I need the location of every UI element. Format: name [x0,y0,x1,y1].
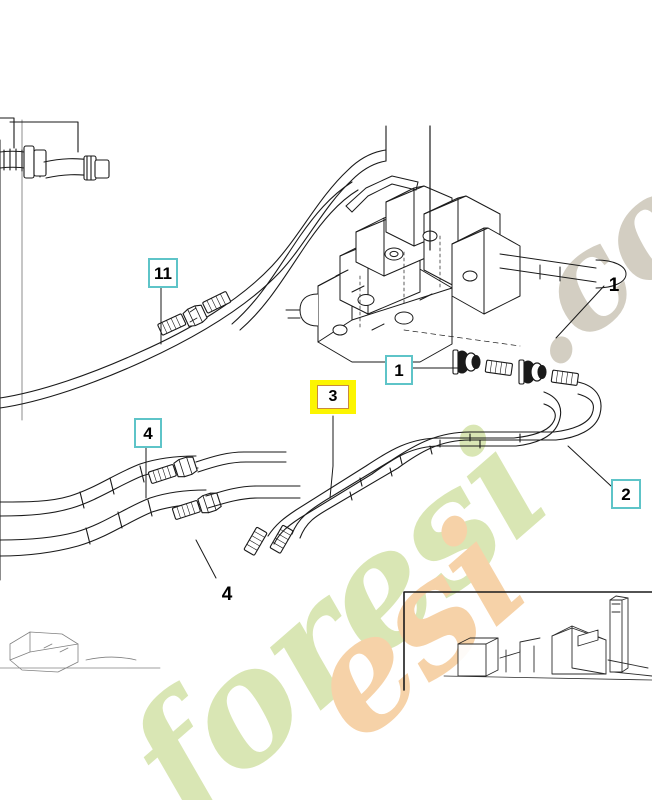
background-machine-sketch [0,631,161,673]
rigid-tube-upper [0,125,387,409]
callout-1-center[interactable]: 1 [385,355,413,385]
callout-11-label: 11 [154,263,172,283]
quick-coupling-b [518,359,547,385]
callout-4-bottom[interactable]: 4 [218,581,236,607]
callout-3[interactable]: 3 [317,385,349,409]
hose-4-upper [0,451,287,517]
callout-1-right[interactable]: 1 [605,272,623,298]
quick-coupling-a [452,349,481,375]
callout-leader-lines [145,285,612,579]
callout-4-left-label: 4 [143,423,153,443]
callout-11[interactable]: 11 [148,258,178,288]
hose-fitting-11b [201,290,232,314]
callout-1-center-label: 1 [394,360,404,380]
hose-3 [243,391,562,557]
callout-2[interactable]: 2 [611,479,641,509]
hose-4-lower [0,485,301,557]
callout-4-bottom-label: 4 [221,583,233,605]
detail-inset [403,591,652,691]
control-valve-block [285,175,627,363]
hose-stub-topleft-a [0,117,47,179]
callout-3-highlight[interactable]: 3 [310,380,356,414]
callout-2-label: 2 [621,484,631,504]
callout-4-left[interactable]: 4 [134,418,162,448]
callout-3-label: 3 [328,388,338,405]
detail-inset-sketch [443,595,652,681]
hose-fitting-11 [156,302,209,336]
callout-1-right-label: 1 [608,274,620,296]
rigid-tube-branch [231,181,359,331]
hose-stub-topleft-b [9,121,110,181]
